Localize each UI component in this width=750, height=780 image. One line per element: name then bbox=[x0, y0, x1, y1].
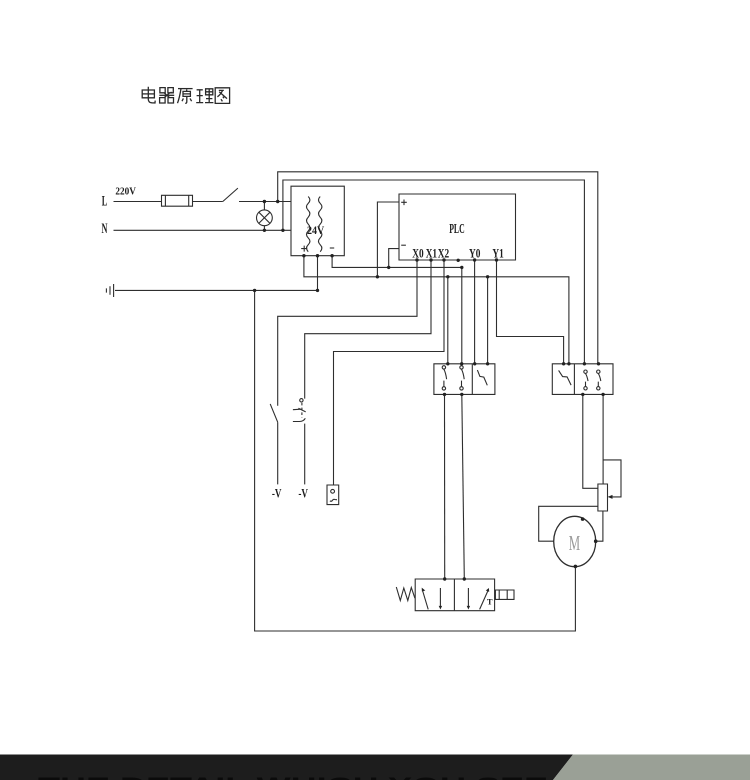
svg-text:X0: X0 bbox=[412, 246, 423, 261]
svg-text:T: T bbox=[487, 597, 493, 607]
svg-text:M: M bbox=[569, 531, 580, 555]
svg-text:24V: 24V bbox=[307, 223, 324, 237]
svg-text:X1: X1 bbox=[426, 246, 437, 261]
svg-text:Y0: Y0 bbox=[469, 246, 480, 261]
svg-text:X2: X2 bbox=[438, 246, 449, 261]
svg-text:L: L bbox=[102, 194, 108, 210]
svg-text:PLC: PLC bbox=[449, 221, 465, 236]
svg-text:-V: -V bbox=[272, 487, 282, 501]
svg-text:THE DETAIL WHICH YOU SEE: THE DETAIL WHICH YOU SEE bbox=[38, 773, 548, 780]
svg-text:Y1: Y1 bbox=[492, 246, 503, 261]
svg-text:-V: -V bbox=[298, 487, 308, 501]
svg-text:220V: 220V bbox=[115, 186, 136, 198]
svg-text:N: N bbox=[102, 221, 108, 237]
